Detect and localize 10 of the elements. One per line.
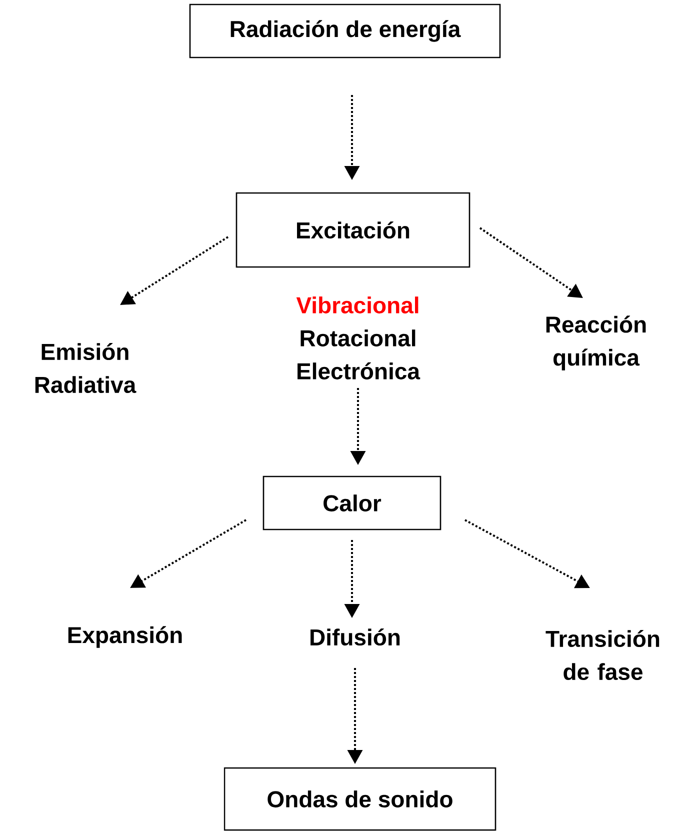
node-label: Emisión Radiativa bbox=[35, 342, 136, 394]
process-box: Radiación de energía bbox=[189, 4, 501, 58]
process-box: Calor bbox=[262, 476, 442, 530]
node-label: Vibracional Rotacional Electrónica bbox=[296, 296, 420, 380]
process-box: Excitación bbox=[236, 192, 470, 268]
process-box: Ondas de sonido bbox=[224, 767, 496, 831]
node-label: Transición de fase bbox=[546, 630, 660, 680]
node-label: Expansión bbox=[68, 626, 182, 648]
node-label: Reacción química bbox=[546, 316, 646, 370]
node-label: Difusión bbox=[310, 628, 400, 646]
